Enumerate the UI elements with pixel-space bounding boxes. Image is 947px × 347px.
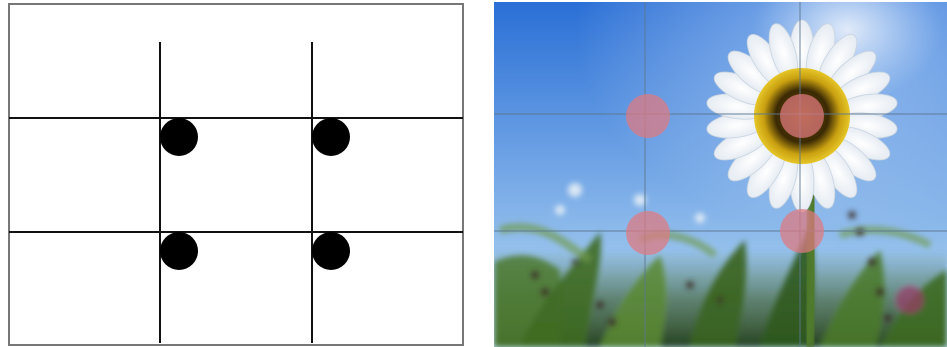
photo-power-point-top-left: [626, 94, 670, 138]
power-point-top-left: [160, 118, 198, 156]
power-point-top-right: [312, 118, 350, 156]
diagram-frame: [9, 4, 463, 345]
photo-power-point-bottom-left: [626, 211, 670, 255]
photo-power-point-top-right: [780, 94, 824, 138]
diagram-panel: [9, 4, 463, 345]
power-point-bottom-left: [160, 232, 198, 270]
photo-panel: [494, 2, 947, 347]
photo-power-point-bottom-right: [780, 209, 824, 253]
power-point-bottom-right: [312, 232, 350, 270]
